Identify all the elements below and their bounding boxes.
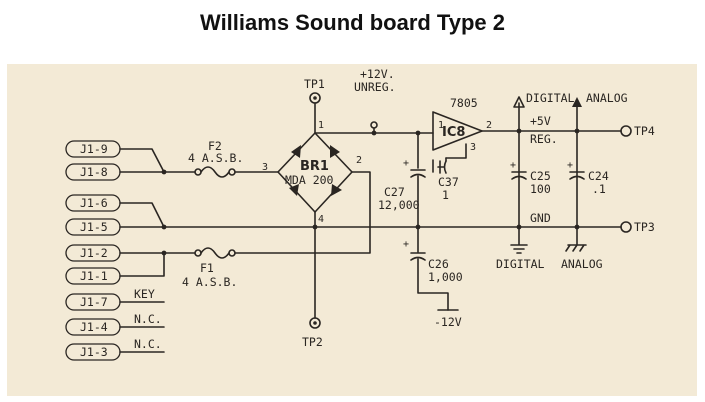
- fuse-f2-value: 4 A.S.B.: [188, 151, 243, 165]
- connector-j1-3: J1-3: [65, 343, 121, 361]
- svg-text:+: +: [403, 158, 409, 169]
- svg-text:+: +: [403, 239, 409, 250]
- c37-ref: C37: [438, 175, 459, 189]
- connector-label: J1-9: [80, 142, 108, 156]
- connector-j1-8: J1-8: [65, 163, 121, 181]
- c27-value: 12,000: [378, 198, 420, 212]
- reg-label: REG.: [530, 132, 558, 146]
- connector-label: J1-8: [80, 165, 108, 179]
- connector-label: J1-4: [80, 320, 108, 334]
- reg-pin2: 2: [486, 120, 492, 131]
- capacitor-c24: [569, 171, 585, 180]
- bridge-pin4: 4: [318, 214, 324, 225]
- unreg-terminal: [370, 121, 378, 129]
- nc1-note: N.C.: [134, 312, 162, 326]
- fuse-f1: [194, 247, 236, 259]
- fuse-f2: [194, 166, 236, 178]
- digital-ground: [510, 226, 528, 254]
- wire-reg-pin3: [445, 143, 467, 159]
- testpoint-tp4: [620, 125, 632, 137]
- connector-label: J1-5: [80, 220, 108, 234]
- minus12-label: -12V: [434, 315, 462, 329]
- testpoint-tp2: [309, 317, 321, 329]
- analog-ground: [565, 226, 587, 252]
- bridge-pin3: 3: [262, 162, 268, 173]
- c27-ref: C27: [384, 185, 405, 199]
- connector-label: J1-7: [80, 295, 108, 309]
- digital-arrow: [513, 96, 525, 108]
- bridge-pin1: 1: [318, 120, 324, 131]
- tp4-label: TP4: [634, 124, 655, 138]
- bridge-pin2: 2: [356, 155, 362, 166]
- connector-j1-9: J1-9: [65, 140, 121, 158]
- connector-j1-4: J1-4: [65, 318, 121, 336]
- wire-c26-bot: [417, 258, 449, 311]
- wire-j1-9: [119, 148, 165, 173]
- junction-dots: [161, 128, 580, 256]
- capacitor-c25: [511, 171, 527, 180]
- c25-ref: C25: [530, 169, 551, 183]
- c24-ref: C24: [588, 169, 609, 183]
- plus5-label: +5V: [530, 114, 551, 128]
- connector-label: J1-2: [80, 246, 108, 260]
- gnd-label: GND: [530, 211, 551, 225]
- reg-pin1: 1: [438, 120, 444, 131]
- c24-value: .1: [592, 182, 606, 196]
- capacitor-c26: [410, 252, 426, 261]
- digital-top-label: DIGITAL: [526, 91, 575, 105]
- testpoint-tp3: [620, 221, 632, 233]
- fuse-f1-value: 4 A.S.B.: [182, 275, 237, 289]
- connector-j1-2: J1-2: [65, 244, 121, 262]
- c37-value: 1: [442, 188, 449, 202]
- analog-top-label: ANALOG: [586, 91, 628, 105]
- regulator-part: 7805: [450, 96, 478, 110]
- fuse-f2-ref: F2: [208, 139, 222, 153]
- bridge-ref: BR1: [300, 159, 329, 174]
- connector-j1-1: J1-1: [65, 267, 121, 285]
- c26-ref: C26: [428, 257, 449, 271]
- digital-bot-label: DIGITAL: [496, 257, 545, 271]
- connector-j1-7: J1-7: [65, 293, 121, 311]
- tp1-label: TP1: [304, 77, 325, 91]
- unreg-line1: +12V.: [360, 67, 395, 81]
- c25-value: 100: [530, 182, 551, 196]
- wire-f1-bridge: [234, 171, 371, 254]
- regulator-ref: IC8: [442, 125, 465, 140]
- analog-bot-label: ANALOG: [561, 257, 603, 271]
- bridge-part: MDA 200: [285, 173, 334, 187]
- analog-arrow: [572, 97, 582, 107]
- nc2-note: N.C.: [134, 337, 162, 351]
- connector-j1-6: J1-6: [65, 194, 121, 212]
- connector-label: J1-3: [80, 345, 108, 359]
- capacitor-c37: [432, 159, 447, 174]
- key-note: KEY: [134, 287, 155, 301]
- reg-pin3: 3: [470, 142, 476, 153]
- wire-j1-6: [119, 202, 165, 228]
- tp2-label: TP2: [302, 335, 323, 349]
- regulator-ic8: [432, 111, 483, 151]
- svg-text:+: +: [567, 160, 573, 171]
- diagram-title: Williams Sound board Type 2: [200, 10, 505, 35]
- connector-label: J1-1: [80, 269, 108, 283]
- capacitor-c27: [410, 169, 426, 178]
- unreg-line2: UNREG.: [354, 80, 396, 94]
- tp3-label: TP3: [634, 220, 655, 234]
- wire-j1-1: [119, 252, 165, 277]
- c26-value: 1,000: [428, 270, 463, 284]
- svg-text:+: +: [510, 160, 516, 171]
- schematic-paper: [7, 64, 697, 396]
- connector-label: J1-6: [80, 196, 108, 210]
- fuse-f1-ref: F1: [200, 261, 214, 275]
- connector-j1-5: J1-5: [65, 218, 121, 236]
